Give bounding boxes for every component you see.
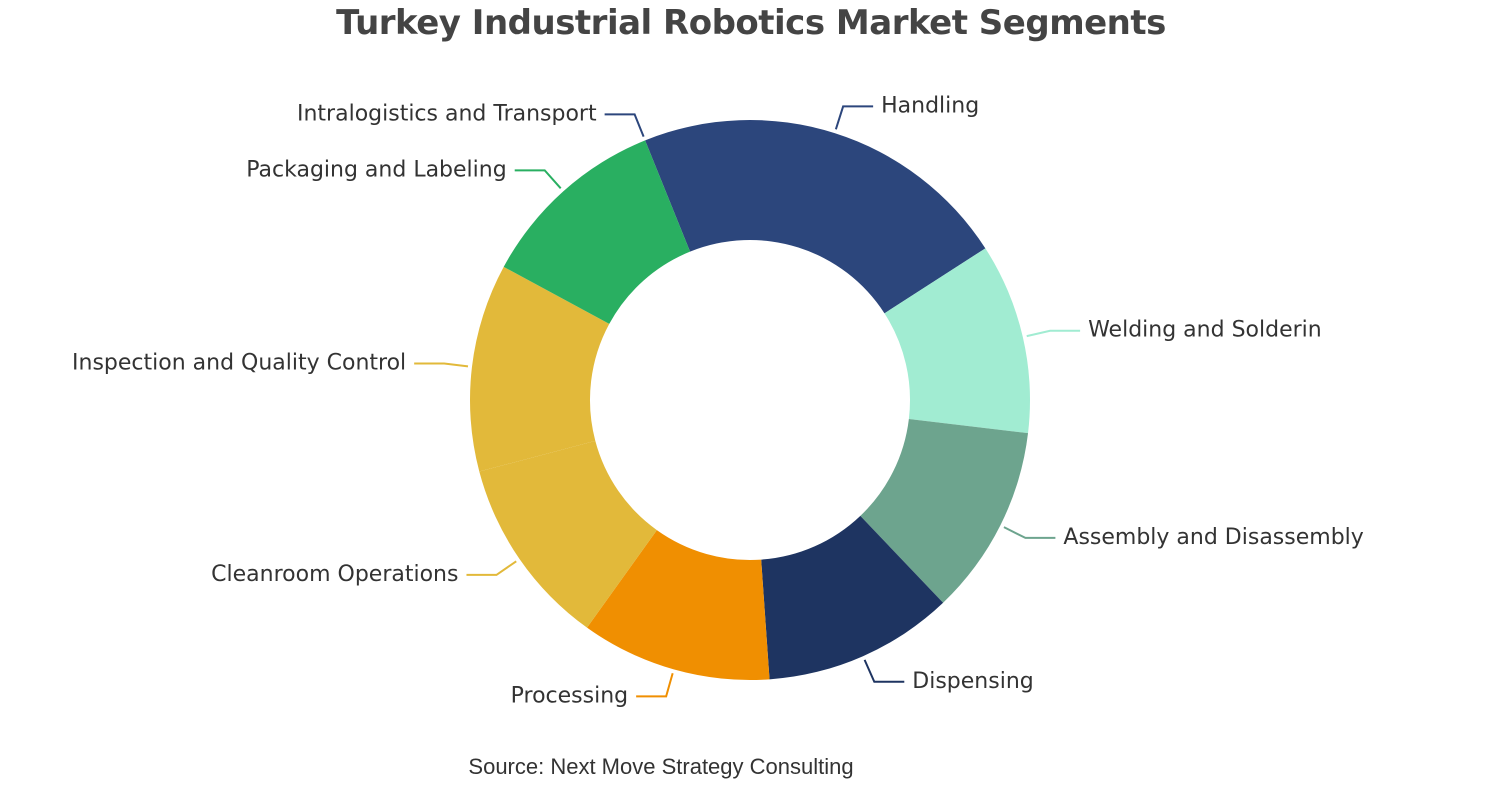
slice-cleanroom-operations[interactable]: [479, 440, 657, 628]
leader-line-cleanroom-operations: [466, 560, 517, 576]
leader-line-intralogistics-and-transport: [604, 113, 645, 138]
slice-packaging-and-labeling[interactable]: [503, 140, 691, 324]
leader-line-inspection-and-quality-control: [414, 362, 469, 368]
label-welding-and-solderin: Welding and Solderin: [1088, 318, 1322, 343]
label-assembly-and-disassembly: Assembly and Disassembly: [1063, 525, 1363, 550]
label-processing: Processing: [511, 683, 628, 708]
leader-line-assembly-and-disassembly: [1003, 526, 1056, 539]
leader-line-processing: [636, 672, 674, 698]
chart-title: Turkey Industrial Robotics Market Segmen…: [336, 3, 1166, 43]
label-handling: Handling: [881, 93, 979, 118]
leader-line-packaging-and-labeling: [514, 169, 562, 189]
slice-assembly-and-disassembly[interactable]: [860, 418, 1029, 603]
label-intralogistics-and-transport: Intralogistics and Transport: [297, 101, 597, 126]
slice-dispensing[interactable]: [761, 515, 944, 680]
label-inspection-and-quality-control: Inspection and Quality Control: [72, 351, 406, 376]
label-cleanroom-operations: Cleanroom Operations: [211, 562, 458, 587]
slice-welding-and-solderin[interactable]: [884, 248, 1031, 434]
slice-processing[interactable]: [587, 530, 770, 680]
leader-line-welding-and-solderin: [1026, 329, 1081, 338]
slice-handling[interactable]: [645, 120, 986, 314]
leader-line-dispensing: [863, 659, 905, 683]
slice-inspection-and-quality-control[interactable]: [470, 266, 610, 472]
source-note: Source: Next Move Strategy Consulting: [468, 754, 854, 779]
leader-line-handling: [834, 105, 874, 130]
label-dispensing: Dispensing: [912, 669, 1033, 694]
label-packaging-and-labeling: Packaging and Labeling: [246, 157, 506, 182]
